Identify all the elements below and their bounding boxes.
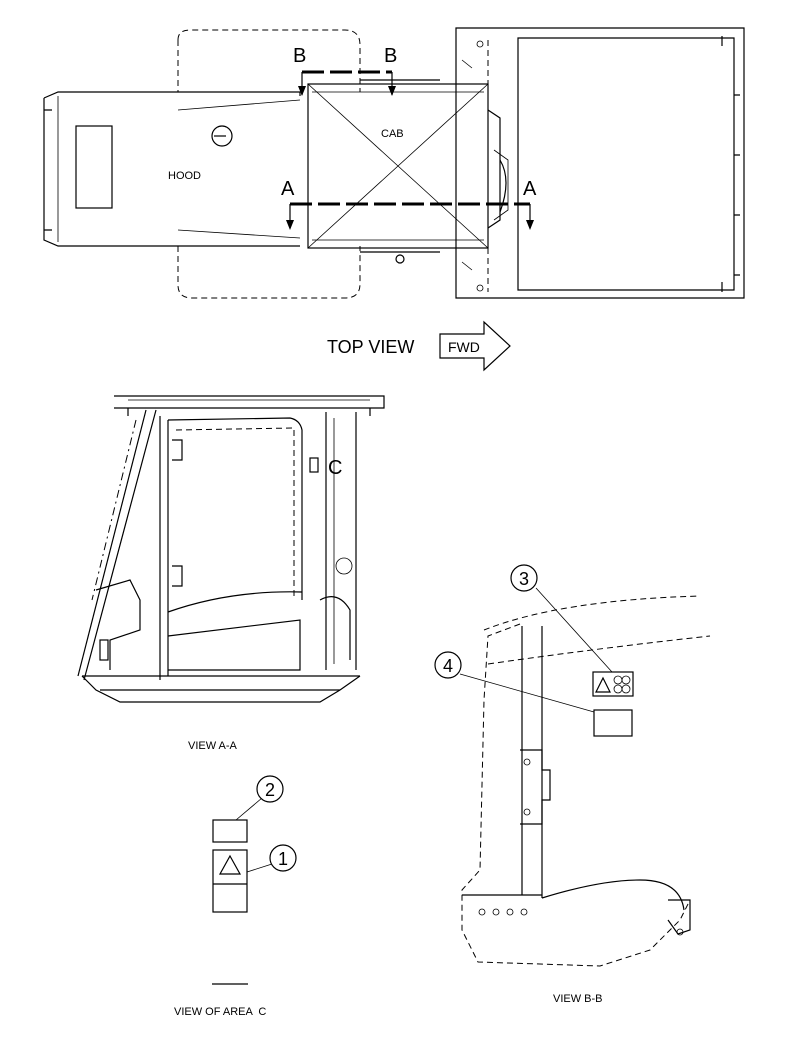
section-a-right: A bbox=[523, 178, 537, 200]
top-view-title: TOP VIEW bbox=[327, 337, 414, 357]
decal-3-warning-icon bbox=[595, 676, 611, 693]
top-view: HOOD CAB B B A A bbox=[43, 27, 745, 372]
view-bb-title: VIEW B-B bbox=[553, 993, 603, 1005]
decal-2 bbox=[212, 819, 248, 843]
callout-4: 4 bbox=[443, 656, 453, 676]
hood-label: HOOD bbox=[168, 170, 201, 182]
callout-3: 3 bbox=[519, 569, 529, 589]
view-aa: C VIEW A-A bbox=[77, 395, 385, 752]
decal-3 bbox=[592, 671, 634, 697]
callout-3-circle bbox=[510, 564, 538, 592]
fwd-label: FWD bbox=[448, 339, 480, 355]
view-aa-title: VIEW A-A bbox=[188, 740, 238, 752]
view-area-c-title: VIEW OF AREA C bbox=[174, 1006, 266, 1018]
callout-1-circle bbox=[269, 844, 297, 872]
callout-2: 2 bbox=[265, 780, 275, 800]
fwd-arrow-icon bbox=[439, 320, 511, 372]
view-area-c: 2 1 VIEW OF AREA C bbox=[174, 775, 297, 1018]
callout-2-circle bbox=[256, 775, 284, 803]
decal-1 bbox=[212, 849, 248, 913]
warning-triangle-icon bbox=[218, 854, 242, 875]
view-bb: 3 4 VIEW B-B bbox=[434, 564, 711, 1005]
area-c-label: C bbox=[328, 457, 342, 479]
callout-4-circle bbox=[434, 651, 462, 679]
callout-1: 1 bbox=[278, 849, 288, 869]
cab-label: CAB bbox=[381, 128, 404, 140]
section-a-left: A bbox=[281, 178, 295, 200]
section-b-right: B bbox=[384, 45, 397, 67]
decal-4 bbox=[593, 709, 633, 737]
section-b-left: B bbox=[293, 45, 306, 67]
